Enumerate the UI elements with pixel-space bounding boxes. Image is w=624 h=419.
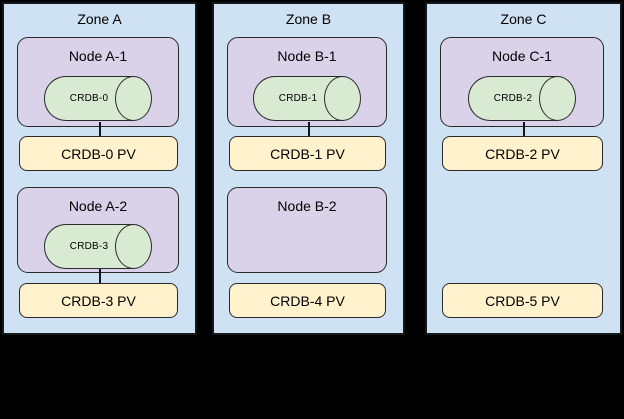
crdb-4-pv-box: CRDB-4 PV (229, 283, 386, 318)
zone-c-label: Zone C (500, 11, 547, 27)
zone-c: Zone C Node C-1 CRDB-2 CRDB-2 PV CRDB-5 … (425, 2, 622, 335)
crdb-5-pv-label: CRDB-5 PV (485, 292, 560, 309)
crdb-0-pod-label: CRDB-0 (69, 93, 109, 104)
zone-a: Zone A Node A-1 CRDB-0 CRDB-0 PV Node A-… (2, 2, 197, 335)
crdb-3-pod-label: CRDB-3 (69, 241, 109, 252)
crdb-1-pod-cylinder: CRDB-1 (253, 76, 361, 121)
cylinder-end-cap (115, 76, 152, 121)
zone-b: Zone B Node B-1 CRDB-1 CRDB-1 PV Node B-… (212, 2, 405, 335)
crdb-2-pv-box: CRDB-2 PV (442, 136, 603, 171)
crdb-2-pod-label: CRDB-2 (493, 93, 533, 104)
cylinder-end-cap (115, 224, 152, 269)
connector-line (98, 269, 101, 284)
node-a-1: Node A-1 CRDB-0 (17, 37, 179, 127)
crdb-3-pv-label: CRDB-3 PV (61, 292, 136, 309)
crdb-1-pv-box: CRDB-1 PV (229, 136, 386, 171)
connector-line (522, 122, 525, 137)
crdb-0-pv-label: CRDB-0 PV (61, 145, 136, 162)
crdb-3-pod-cylinder: CRDB-3 (44, 224, 152, 269)
crdb-4-pv-label: CRDB-4 PV (270, 292, 345, 309)
node-b-1-label: Node B-1 (277, 48, 337, 64)
node-c-1: Node C-1 CRDB-2 (440, 37, 604, 127)
crdb-1-pod-label: CRDB-1 (278, 93, 318, 104)
crdb-0-pv-box: CRDB-0 PV (19, 136, 178, 171)
node-a-2: Node A-2 CRDB-3 (17, 187, 179, 273)
node-c-1-label: Node C-1 (492, 48, 552, 64)
zone-a-label: Zone A (77, 11, 122, 27)
crdb-2-pod-cylinder: CRDB-2 (468, 76, 576, 121)
cylinder-end-cap (539, 76, 576, 121)
crdb-0-pod-cylinder: CRDB-0 (44, 76, 152, 121)
zone-b-label: Zone B (285, 11, 332, 27)
crdb-1-pv-label: CRDB-1 PV (270, 145, 345, 162)
crdb-3-pv-box: CRDB-3 PV (19, 283, 178, 318)
connector-line (98, 122, 101, 137)
crdb-5-pv-box: CRDB-5 PV (442, 283, 603, 318)
connector-line (307, 122, 310, 137)
node-a-1-label: Node A-1 (68, 48, 128, 64)
node-a-2-label: Node A-2 (68, 198, 128, 214)
node-b-1: Node B-1 CRDB-1 (227, 37, 387, 127)
node-b-2: Node B-2 (227, 187, 387, 273)
crdb-2-pv-label: CRDB-2 PV (485, 145, 560, 162)
node-b-2-label: Node B-2 (277, 198, 337, 214)
cylinder-end-cap (324, 76, 361, 121)
